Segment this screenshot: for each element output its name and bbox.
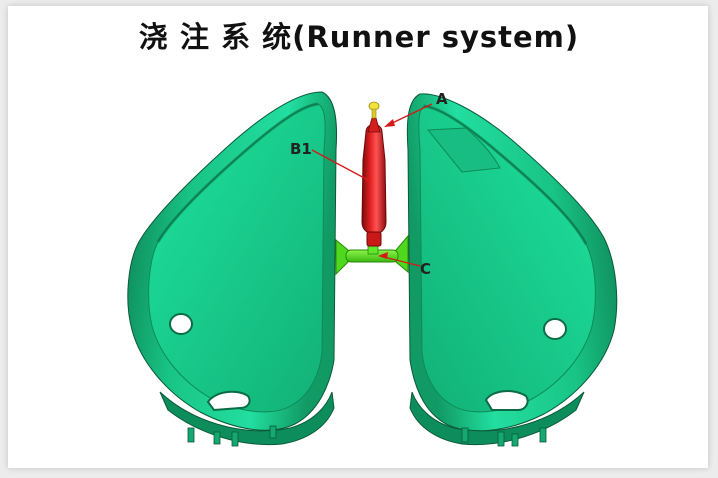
right-shell-pin xyxy=(539,427,547,443)
runner-gate-right xyxy=(395,234,409,274)
arrowhead-c xyxy=(378,252,388,259)
right-shell-rim-highlight xyxy=(423,104,588,245)
right-shell-inner-rib xyxy=(426,127,501,173)
cross-runner xyxy=(335,234,409,276)
nozzle-stem xyxy=(371,108,377,119)
callout-label-a: A xyxy=(436,90,448,108)
right-shell-hole xyxy=(543,318,567,340)
sprue-cone xyxy=(367,117,381,133)
left-shell-bottom-lip xyxy=(159,391,335,446)
left-shell-pin xyxy=(213,431,221,445)
left-shell-pin xyxy=(231,431,239,447)
callout-label-b1: B1 xyxy=(290,140,312,158)
page-title: 浇 注 系 统(Runner system) xyxy=(138,20,580,54)
left-shell-clip-notch xyxy=(206,390,251,412)
left-shell-pin xyxy=(269,425,277,439)
right-shell-pin xyxy=(497,431,505,447)
left-shell-rim-highlight xyxy=(156,102,319,243)
left-shell-pin xyxy=(187,427,195,443)
arrowhead-a xyxy=(384,119,395,127)
sprue xyxy=(361,101,387,247)
sprue-neck xyxy=(366,231,382,247)
right-shell-pin xyxy=(511,433,519,447)
left-shell-hole xyxy=(169,313,193,335)
left-part-shell xyxy=(127,91,338,447)
right-shell-clip-notch xyxy=(484,390,529,411)
right-part-shell xyxy=(406,93,618,447)
right-shell-pin xyxy=(461,427,469,443)
leader-arrowheads xyxy=(366,119,395,259)
arrowhead-b1 xyxy=(366,178,370,182)
runner-gate-left xyxy=(335,238,349,276)
leader-line-b1 xyxy=(311,149,369,181)
callout-label-c: C xyxy=(420,260,431,278)
